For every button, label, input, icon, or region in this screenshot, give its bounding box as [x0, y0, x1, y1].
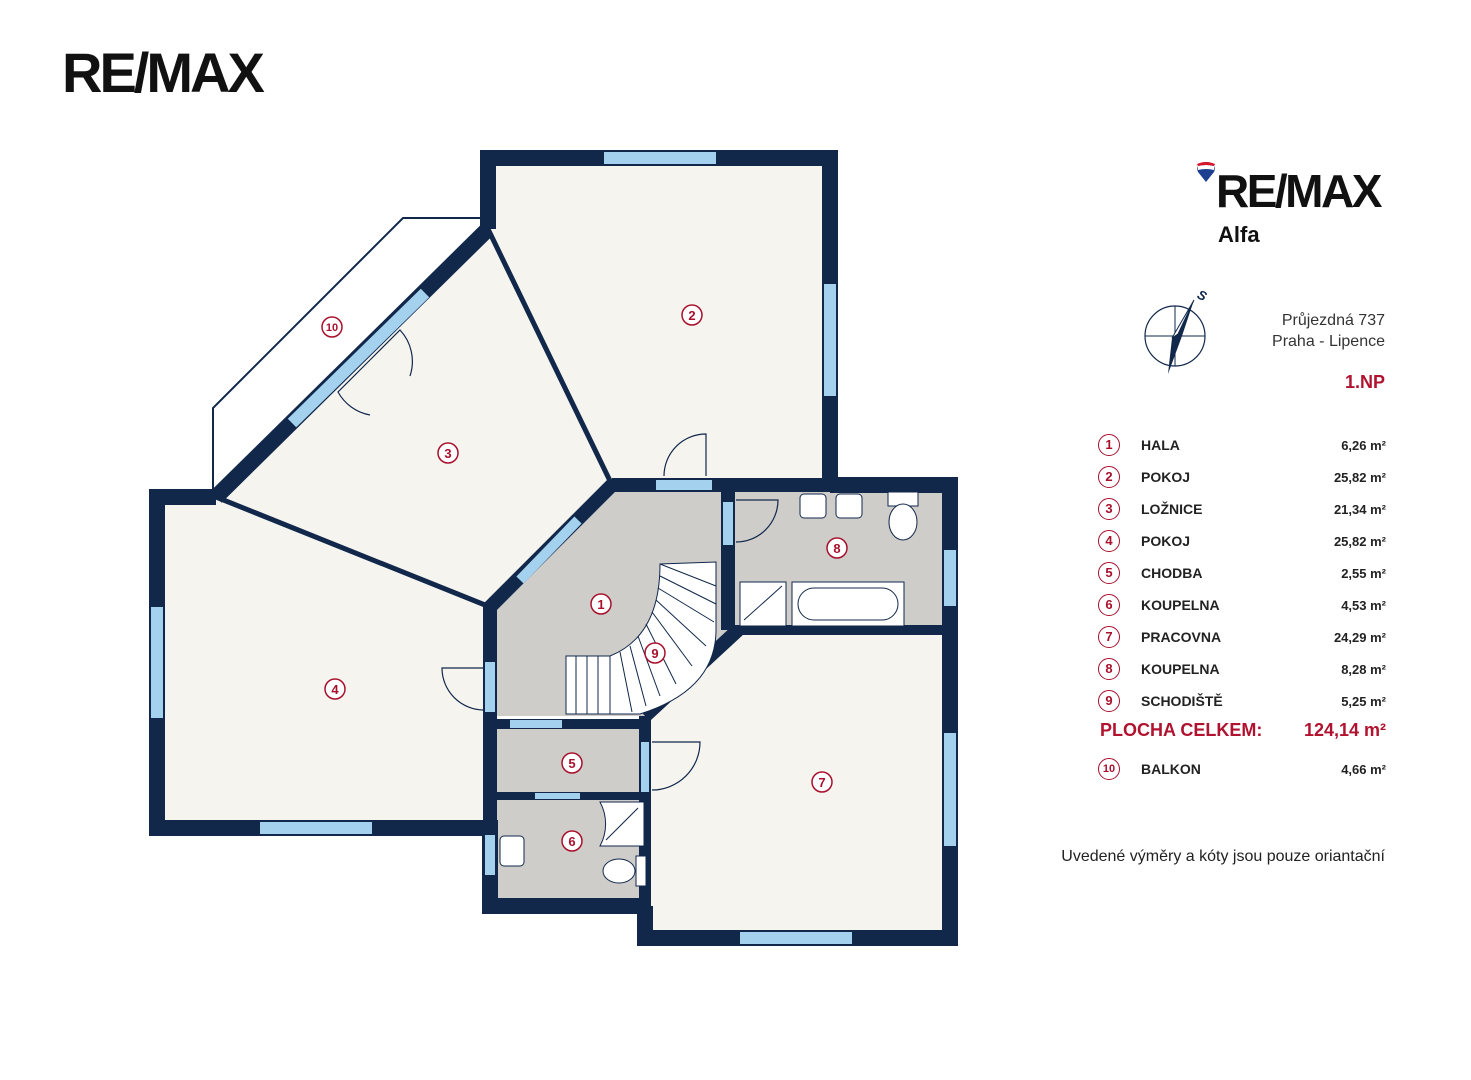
legend-num: 8	[1098, 658, 1120, 680]
address-city: Praha - Lipence	[1272, 333, 1385, 350]
legend-area: 8,28 m²	[1341, 662, 1386, 677]
legend-row: 3 LOŽNICE 21,34 m²	[1098, 496, 1386, 528]
legend-row: 5 CHODBA 2,55 m²	[1098, 560, 1386, 592]
legend-name: PRACOVNA	[1141, 629, 1222, 645]
legend-name: KOUPELNA	[1141, 597, 1220, 613]
compass-icon: S	[1144, 287, 1210, 374]
svg-text:7: 7	[818, 775, 825, 790]
legend-row: 8 KOUPELNA 8,28 m²	[1098, 656, 1386, 688]
room-marker-1: 1	[590, 593, 612, 615]
legend-name: POKOJ	[1141, 469, 1191, 485]
legend-area: 6,26 m²	[1341, 438, 1386, 453]
legend-num: 2	[1098, 466, 1120, 488]
address: Průjezdná 737 Praha - Lipence	[1272, 310, 1385, 352]
legend-row: 1 HALA 6,26 m²	[1098, 432, 1386, 464]
room-marker-6: 6	[561, 830, 583, 852]
room-marker-8: 8	[826, 537, 848, 559]
room-4-floor	[157, 497, 490, 828]
legend-name: POKOJ	[1141, 533, 1191, 549]
total-label: PLOCHA CELKEM:	[1100, 720, 1263, 740]
legend-area: 25,82 m²	[1333, 470, 1386, 485]
room-marker-9: 9	[644, 642, 666, 664]
legend-row: 9 SCHODIŠTĚ 5,25 m²	[1098, 688, 1386, 720]
compass-label: S	[1195, 287, 1209, 304]
brand-office: Alfa	[1218, 222, 1260, 247]
legend-row: 4 POKOJ 25,82 m²	[1098, 528, 1386, 560]
sink-6	[499, 835, 525, 867]
sink-8b	[835, 493, 863, 519]
total-row: PLOCHA CELKEM: 124,14 m²	[1098, 720, 1386, 756]
floor-label: 1.NP	[1344, 372, 1385, 392]
brand-name: RE/MAX	[1216, 165, 1382, 217]
svg-text:5: 5	[568, 756, 575, 771]
svg-text:3: 3	[444, 446, 451, 461]
toilet-6	[602, 858, 636, 884]
legend-row: 6 KOUPELNA 4,53 m²	[1098, 592, 1386, 624]
legend-area: 5,25 m²	[1341, 694, 1386, 709]
legend-name: HALA	[1141, 437, 1180, 453]
legend-row: 7 PRACOVNA 24,29 m²	[1098, 624, 1386, 656]
legend-num: 3	[1098, 498, 1120, 520]
room-marker-2: 2	[681, 304, 703, 326]
address-street: Průjezdná 737	[1281, 312, 1385, 329]
legend-area: 21,34 m²	[1333, 502, 1386, 517]
room-marker-3: 3	[437, 442, 459, 464]
legend-name: LOŽNICE	[1141, 501, 1203, 517]
legend-name: KOUPELNA	[1141, 661, 1220, 677]
svg-text:2: 2	[688, 308, 695, 323]
sink-8a	[799, 493, 827, 519]
svg-text:8: 8	[833, 541, 840, 556]
legend-area: 24,29 m²	[1333, 630, 1386, 645]
legend-num: 1	[1098, 434, 1120, 456]
room-marker-5: 5	[561, 752, 583, 774]
room-3-floor	[216, 229, 612, 607]
legend-area: 2,55 m²	[1341, 566, 1386, 581]
legend-name: BALKON	[1141, 761, 1201, 777]
disclaimer: Uvedené výměry a kóty jsou pouze orianta…	[1061, 848, 1385, 865]
legend-num: 6	[1098, 594, 1120, 616]
legend-num: 9	[1098, 690, 1120, 712]
room-marker-10: 10	[321, 316, 343, 338]
svg-text:6: 6	[568, 834, 575, 849]
legend-row: 2 POKOJ 25,82 m²	[1098, 464, 1386, 496]
room-marker-7: 7	[811, 771, 833, 793]
total-value: 124,14 m²	[1303, 720, 1386, 740]
legend-name: CHODBA	[1141, 565, 1203, 581]
svg-text:4: 4	[331, 682, 339, 697]
balcony-outline	[212, 217, 488, 490]
svg-text:9: 9	[651, 646, 658, 661]
legend-num: 4	[1098, 530, 1120, 552]
balloon-icon	[1197, 162, 1215, 182]
brand-block: RE/MAX Alfa	[1190, 158, 1390, 248]
legend-num: 5	[1098, 562, 1120, 584]
legend-num: 7	[1098, 626, 1120, 648]
svg-text:1: 1	[597, 597, 604, 612]
legend-row-balcony: 10 BALKON 4,66 m²	[1098, 756, 1386, 788]
svg-text:10: 10	[326, 322, 338, 334]
legend-name: SCHODIŠTĚ	[1141, 693, 1223, 709]
legend-num: 10	[1098, 758, 1120, 780]
legend-area: 4,53 m²	[1341, 598, 1386, 613]
legend-area: 25,82 m²	[1333, 534, 1386, 549]
remax-logo: RE/MAX	[62, 41, 265, 104]
room-marker-4: 4	[324, 678, 346, 700]
legend-area: 4,66 m²	[1341, 762, 1386, 777]
room-7-floor	[645, 630, 950, 938]
toilet-8	[888, 503, 918, 541]
